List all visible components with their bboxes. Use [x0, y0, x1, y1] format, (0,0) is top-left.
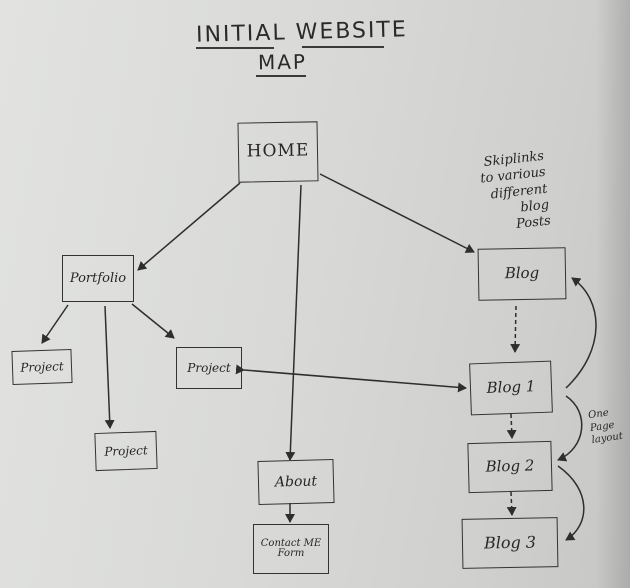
- node-about-label: About: [274, 473, 318, 491]
- node-contact: Contact ME Form: [253, 524, 329, 574]
- curve-blog1-blog2: [557, 395, 583, 462]
- link-project-blog1: [235, 364, 467, 393]
- node-project-middle-label: Project: [187, 360, 231, 375]
- note-one-page-layout: One Page layout: [587, 407, 624, 447]
- node-blog: Blog: [477, 247, 567, 301]
- node-blog3-label: Blog 3: [483, 532, 537, 553]
- node-blog-label: Blog: [504, 263, 540, 283]
- node-blog2-label: Blog 2: [485, 456, 535, 476]
- node-project-left-label: Project: [20, 358, 64, 375]
- link-home-blog: [319, 173, 475, 253]
- node-home-label: HOME: [246, 140, 310, 162]
- node-project-left: Project: [11, 348, 73, 386]
- link-portfolio-project-bottom: [104, 305, 115, 429]
- node-blog3: Blog 3: [461, 517, 559, 569]
- node-blog1: Blog 1: [469, 360, 553, 416]
- paper-edge-shadow: [596, 0, 630, 588]
- node-portfolio: Portfolio: [62, 255, 134, 302]
- curve-blog2-blog3: [557, 465, 585, 541]
- link-portfolio-project-left: [41, 304, 69, 344]
- link-portfolio-project-middle: [131, 303, 175, 339]
- link-blog1-blog2: [506, 413, 517, 439]
- node-project-middle: Project: [176, 347, 242, 389]
- title-underline-2: [302, 46, 384, 48]
- curve-blog1-blog: [565, 277, 597, 389]
- link-home-portfolio: [137, 182, 241, 271]
- title-underline-3: [256, 75, 306, 77]
- title-underline-1: [196, 47, 274, 49]
- note-skiplinks: Skiplinks to various different blog Post…: [479, 148, 552, 232]
- link-blog2-blog3: [506, 491, 517, 516]
- node-blog2: Blog 2: [467, 440, 553, 494]
- node-contact-label: Contact ME Form: [260, 537, 322, 559]
- node-project-bottom-label: Project: [104, 442, 148, 459]
- diagram-subtitle: MAP: [257, 49, 308, 75]
- node-blog1-label: Blog 1: [486, 377, 536, 397]
- node-about: About: [257, 459, 335, 505]
- node-portfolio-label: Portfolio: [69, 270, 127, 286]
- link-home-about: [285, 184, 302, 461]
- node-project-bottom: Project: [94, 430, 158, 472]
- link-blog-blog1: [510, 305, 521, 353]
- node-home: HOME: [237, 121, 319, 183]
